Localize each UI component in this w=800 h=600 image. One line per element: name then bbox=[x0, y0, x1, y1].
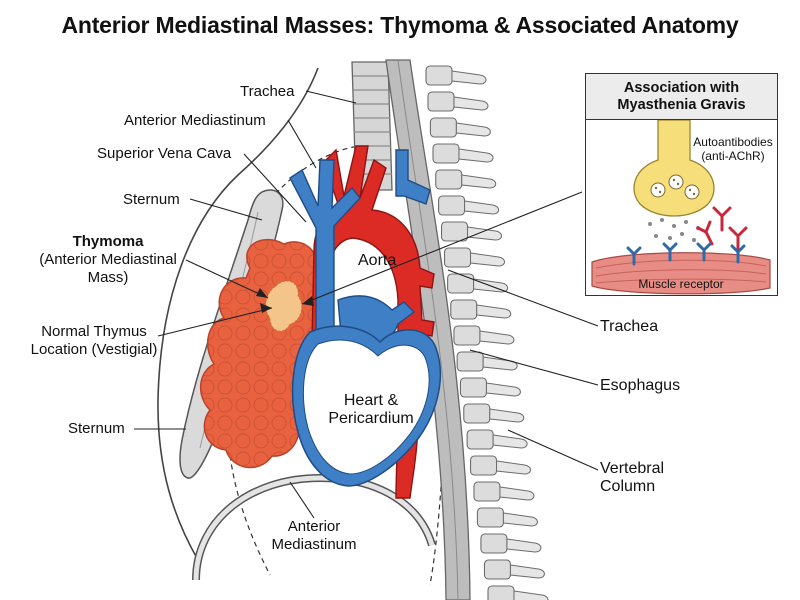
vertebra-body bbox=[432, 143, 460, 164]
neurotransmitter-dots bbox=[648, 218, 700, 242]
vertebra-body bbox=[443, 247, 472, 268]
inset-title-1: Association with bbox=[623, 80, 740, 96]
vertebra-process bbox=[479, 330, 515, 345]
inset-illustration bbox=[591, 120, 771, 295]
label-autoantibodies-1: Autoantibodies bbox=[693, 135, 773, 149]
label-sternum-bottom: Sternum bbox=[68, 420, 125, 437]
label-autoantibodies-2: (anti-AChR) bbox=[701, 149, 765, 163]
vertebra-process bbox=[499, 486, 535, 501]
vertebra-body bbox=[459, 377, 488, 398]
vertebra-process bbox=[464, 200, 500, 215]
achr-receptors bbox=[626, 242, 746, 266]
vertebra-process bbox=[506, 538, 542, 553]
vertebra-body bbox=[438, 195, 466, 216]
vertebra-body bbox=[440, 221, 469, 242]
label-superior-vena-cava: Superior Vena Cava bbox=[97, 145, 232, 162]
label-trachea-top: Trachea bbox=[240, 83, 295, 100]
vertebra-process bbox=[461, 174, 497, 189]
vertebra-body bbox=[453, 325, 481, 346]
label-muscle-receptor: Muscle receptor bbox=[638, 277, 724, 291]
label-thymoma: Thymoma (Anterior Mediastinal Mass) bbox=[20, 233, 196, 287]
vertebra-body bbox=[483, 559, 511, 580]
vertebra-process bbox=[513, 590, 549, 600]
inset-title-2: Myasthenia Gravis bbox=[617, 97, 746, 113]
vertebra-body bbox=[469, 455, 498, 476]
page-title: Anterior Mediastinal Masses: Thymoma & A… bbox=[61, 12, 739, 38]
label-normal-thymus-1: Normal Thymus bbox=[41, 323, 147, 340]
vertebra-process bbox=[467, 226, 503, 241]
acetylcholine-vesicles bbox=[650, 174, 700, 200]
vertebra-process bbox=[451, 70, 487, 85]
label-heart-2: Pericardium bbox=[328, 410, 414, 427]
vertebra-body bbox=[476, 507, 504, 528]
vertebral-column bbox=[425, 65, 549, 600]
vertebra-process bbox=[496, 460, 532, 475]
label-anterior-mediastinum-bottom-2: Mediastinum bbox=[271, 536, 357, 553]
label-vertebral-2: Column bbox=[600, 478, 656, 495]
label-anterior-mediastinum-bottom-1: Anterior bbox=[287, 518, 341, 535]
muscle-fiber bbox=[591, 252, 771, 295]
vertebra-body bbox=[427, 91, 455, 112]
label-vertebral-column: Vertebral Column bbox=[600, 460, 664, 496]
label-autoantibodies: Autoantibodies (anti-AChR) bbox=[690, 135, 776, 163]
label-sternum-top: Sternum bbox=[123, 191, 180, 208]
label-anterior-mediastinum-bottom: Anterior Mediastinum bbox=[264, 518, 364, 554]
label-heart-1: Heart & bbox=[343, 392, 399, 409]
vertebra-body bbox=[429, 117, 457, 138]
vertebra-process bbox=[476, 304, 512, 319]
label-thymoma-sub1: (Anterior Mediastinal bbox=[39, 251, 177, 268]
label-esophagus: Esophagus bbox=[600, 377, 681, 394]
label-normal-thymus: Normal Thymus Location (Vestigial) bbox=[20, 323, 168, 359]
vertebra-process bbox=[455, 122, 491, 137]
vertebra-process bbox=[458, 148, 494, 163]
vertebra-process bbox=[485, 382, 521, 397]
chest-wall-outline bbox=[157, 67, 319, 561]
vertebra-process bbox=[502, 512, 538, 527]
vertebra-body bbox=[480, 533, 508, 554]
label-aorta: Aorta bbox=[358, 252, 397, 269]
vertebra-process bbox=[492, 434, 528, 449]
vertebra-body bbox=[473, 481, 501, 502]
vertebra-body bbox=[456, 351, 484, 372]
leader-lines bbox=[134, 90, 599, 519]
antibody-icons bbox=[696, 206, 748, 252]
vertebra-process bbox=[489, 408, 525, 423]
label-heart: Heart & Pericardium bbox=[316, 392, 426, 428]
vertebra-body bbox=[447, 273, 475, 294]
myasthenia-inset: Association with Myasthenia Gravis bbox=[585, 73, 778, 296]
vertebra-process bbox=[470, 252, 506, 267]
vertebra-body bbox=[425, 65, 453, 86]
arrow-heads bbox=[256, 288, 314, 313]
vertebra-process bbox=[453, 96, 489, 111]
vertebra-body bbox=[450, 299, 478, 320]
vertebra-body bbox=[466, 429, 494, 450]
inset-title: Association with Myasthenia Gravis bbox=[586, 74, 777, 120]
label-thymoma-sub2: Mass) bbox=[87, 269, 129, 286]
heart-pericardium bbox=[291, 325, 442, 487]
vertebra-body bbox=[463, 403, 491, 424]
label-normal-thymus-2: Location (Vestigial) bbox=[30, 341, 158, 358]
label-anterior-mediastinum-top: Anterior Mediastinum bbox=[124, 112, 266, 129]
vertebra-body bbox=[435, 169, 463, 190]
label-trachea-right: Trachea bbox=[600, 318, 659, 335]
label-thymoma-title: Thymoma bbox=[72, 233, 144, 250]
vertebra-body bbox=[487, 585, 515, 600]
label-vertebral-1: Vertebral bbox=[600, 460, 665, 477]
vertebra-process bbox=[509, 564, 545, 579]
vertebra-process bbox=[482, 356, 518, 371]
